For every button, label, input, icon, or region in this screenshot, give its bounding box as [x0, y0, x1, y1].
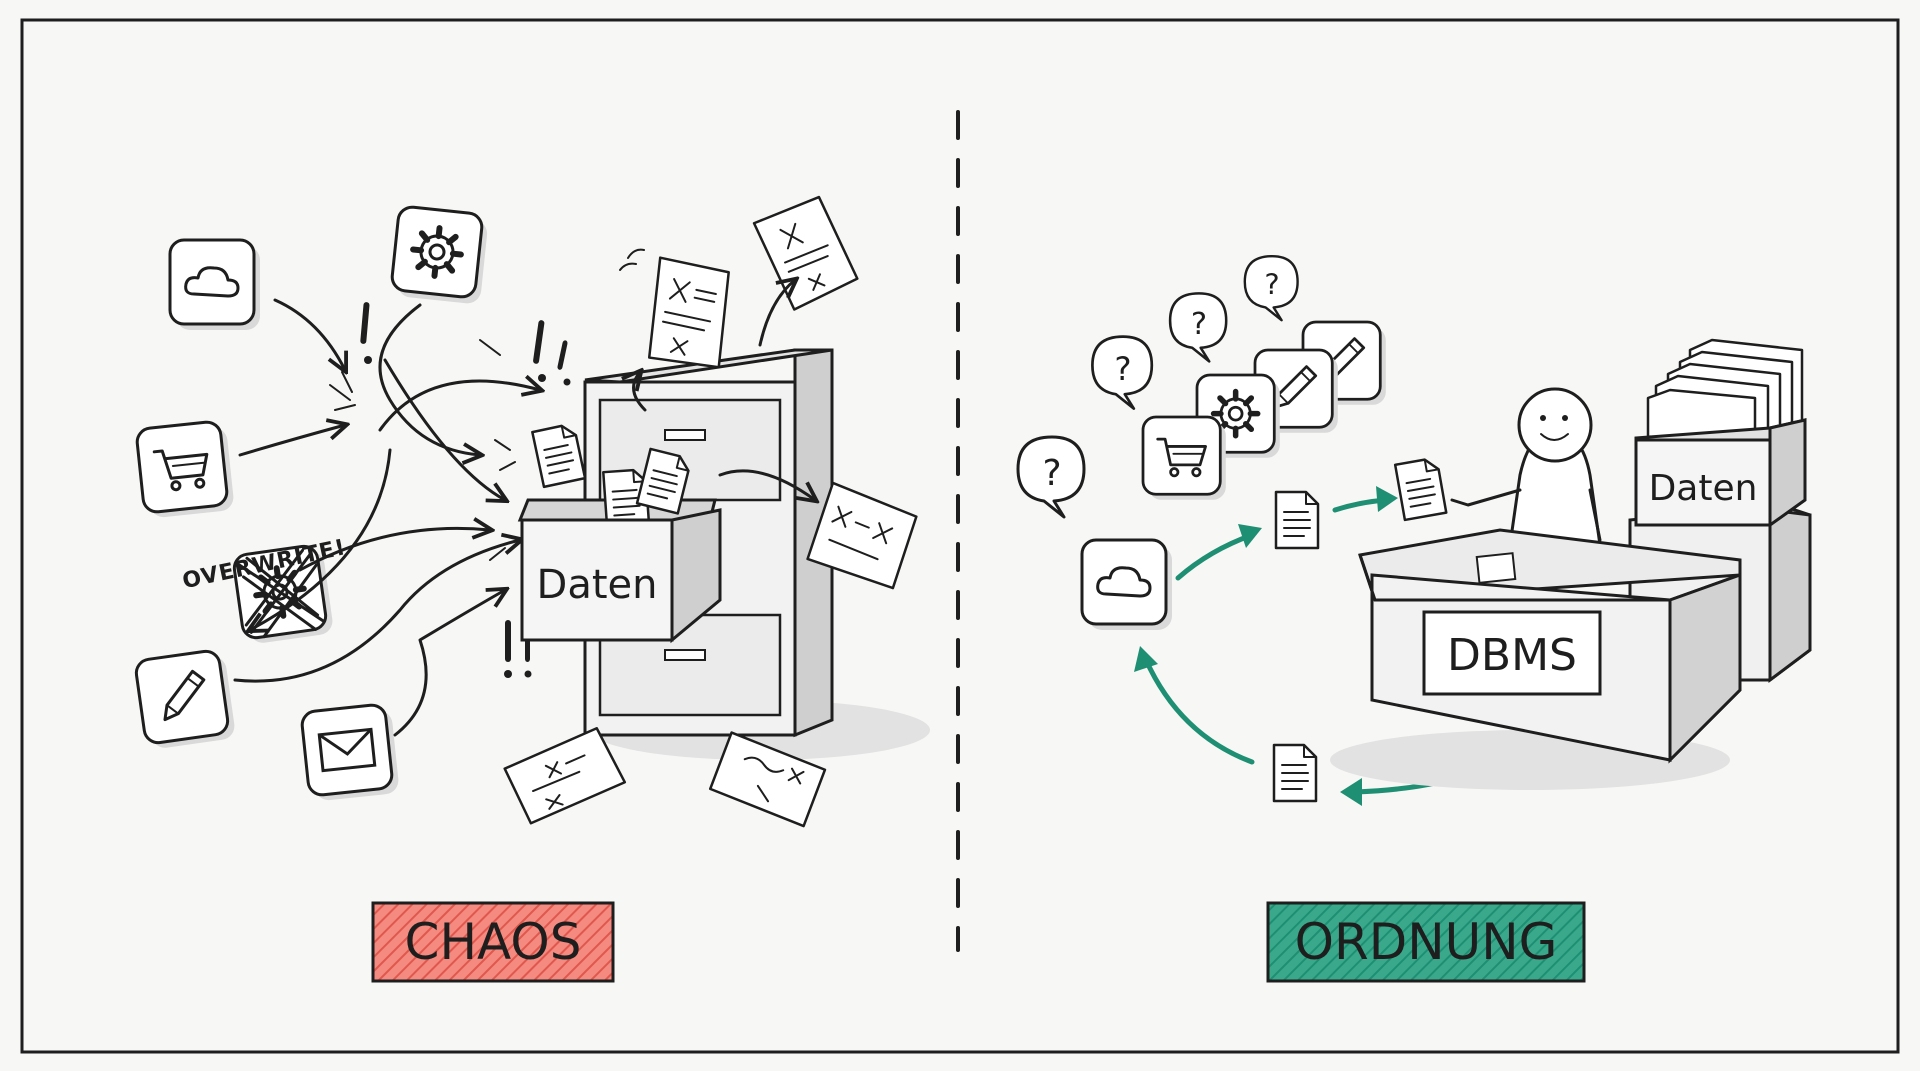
crossed-gear-icon [231, 542, 336, 647]
cloud-icon [1080, 538, 1174, 632]
cloud-icon [168, 238, 262, 332]
svg-text:?: ? [1191, 307, 1207, 342]
question-bubble: ? [1016, 435, 1086, 519]
chaos-title: CHAOS [405, 913, 582, 971]
question-bubble: ? [1091, 335, 1154, 410]
question-bubble: ? [1243, 255, 1299, 322]
ordnung-title: ORDNUNG [1295, 913, 1558, 971]
cabinet-label: Daten [537, 562, 658, 608]
question-bubble: ? [1168, 292, 1228, 363]
filing-cabinet: Daten [517, 348, 834, 738]
gear-icon [388, 204, 491, 307]
dbms-desk: Daten DBMS [1330, 338, 1812, 790]
box-label: Daten [1649, 468, 1758, 509]
svg-text:?: ? [1042, 453, 1061, 494]
mail-icon [299, 701, 402, 804]
dbms-label: DBMS [1447, 630, 1577, 681]
svg-text:?: ? [1264, 268, 1279, 302]
data-flow-arrows [1134, 486, 1508, 806]
pencil-icon [133, 647, 238, 752]
exclamation-marks [360, 302, 571, 678]
person [1450, 387, 1602, 547]
cart-icon [134, 418, 237, 521]
flying-papers [503, 195, 918, 828]
chaos-scene: OVERWRITE! [133, 195, 930, 983]
cart-icon [1141, 415, 1228, 502]
ordnung-title-box [1266, 901, 1586, 983]
outer-frame [20, 18, 1900, 1054]
ordnung-scene: ? ? ? ? [1016, 255, 1812, 983]
svg-text:?: ? [1114, 350, 1131, 388]
chaos-title-box [371, 901, 615, 983]
